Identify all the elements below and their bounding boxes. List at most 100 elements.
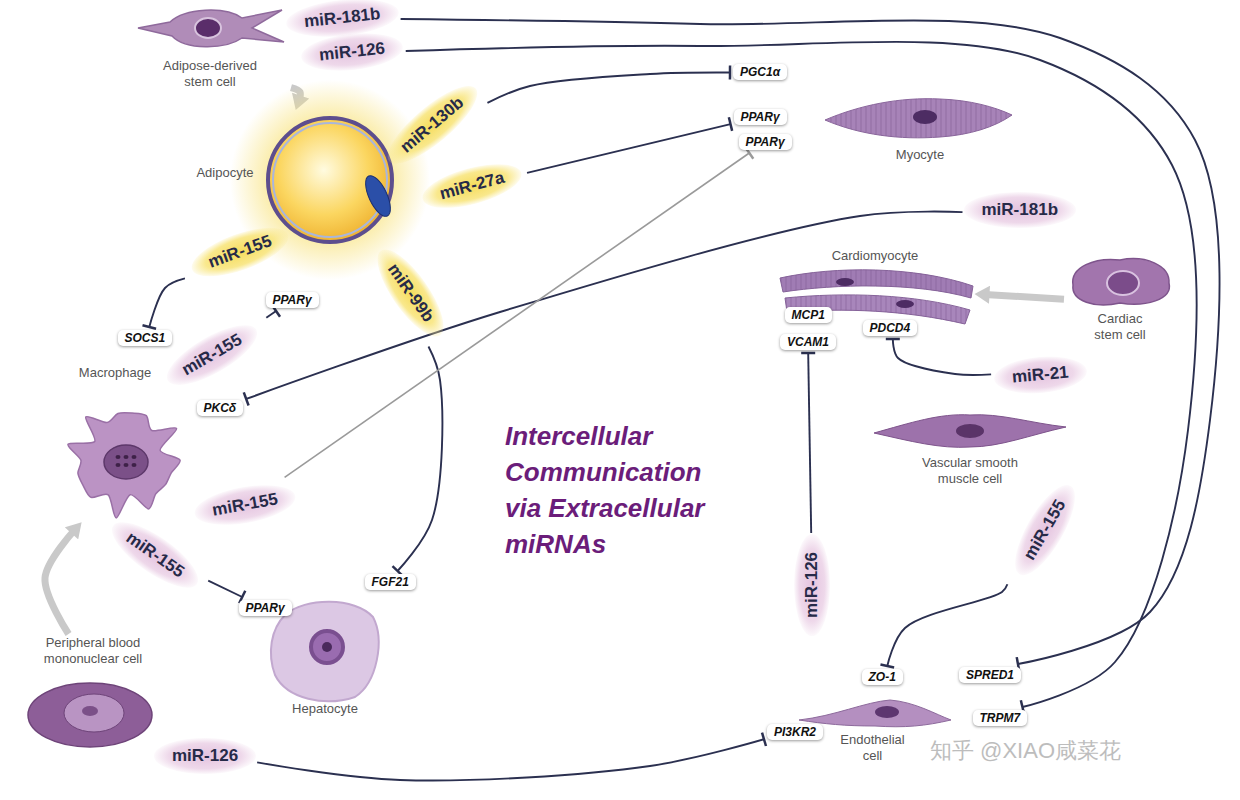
mirna-name: miR-21 [1011,363,1069,388]
gene-name: PDCD4 [870,321,911,335]
inhibition-line [398,347,443,571]
mirna-name: miR-155 [211,489,280,520]
target-gene-box: FGF21 [365,574,416,590]
cell-illustration: Cardiac stem cell [1065,255,1175,350]
mirna-name: miR-155 [178,330,245,380]
mirna-blob: miR-27a [418,155,526,216]
gene-name: PPARγ [246,601,285,615]
cell-label: Macrophage [65,365,165,381]
cell-nucleus [913,110,937,124]
mirna-name: miR-126 [318,39,386,66]
target-gene-box: VCAM1 [780,334,836,350]
gene-name: PKCδ [204,401,237,415]
cell-nucleus [836,278,854,286]
cell-drawing [799,700,951,727]
cell-label: Cardiomyocyte [820,248,930,264]
cell-nucleus [104,445,148,479]
target-gene-box: MCP1 [785,307,832,323]
cell-nucleus [322,642,332,652]
cell-drawing [138,10,284,47]
mirna-name: miR-155 [1020,496,1070,563]
diagram-title: Intercellular Communication via Extracel… [505,418,720,562]
gene-name: VCAM1 [787,335,829,349]
cell-label: Cardiac stem cell [1085,311,1155,342]
cell-label: Myocyte [880,147,960,163]
mirna-name: miR-155 [122,528,188,582]
cell-drawing [271,602,379,701]
cell-label: Adipocyte [180,165,270,181]
cell-body [780,270,973,298]
differentiation-arrow [45,530,75,634]
inhibition-line [266,311,276,318]
cell-nucleus [361,172,396,219]
cell-nucleus [132,463,137,467]
inhibition-line [401,19,1220,664]
cell-nucleus [311,631,343,663]
cell-nucleus [124,463,129,467]
mirna-name: miR-130b [396,93,467,158]
cell-illustration: Peripheral blood mononuclear cell [10,635,175,747]
gene-name: PGC1α [740,65,780,79]
cell-body [1073,259,1170,305]
cell-body [799,700,951,727]
mirna-blob: miR-155 [192,478,299,531]
target-gene-box: SOCS1 [118,330,173,346]
mirna-blob: miR-126 [154,738,256,774]
gene-name: PPARγ [273,293,312,307]
inhibition-line [406,42,1197,707]
target-gene-box: PPARγ [734,109,787,125]
gene-name: PPARγ [741,110,780,124]
mirna-blob: miR-155 [1004,477,1086,583]
cell-body [271,602,379,701]
cell-nucleus [116,455,121,459]
gene-name: SPRED1 [966,668,1014,682]
gene-name: TRPM7 [980,711,1021,725]
cell-label: Hepatocyte [275,701,375,717]
cell-nucleus [1107,271,1139,295]
mirna-blob: miR-155 [159,314,265,396]
target-gene-box: PI3KR2 [767,724,823,740]
gene-name: ZO-1 [869,670,896,684]
target-gene-box: TRPM7 [973,710,1028,726]
cell-body [825,99,1012,138]
inhibition-line [149,278,185,327]
cell-nucleus [116,463,121,467]
cell-drawing [780,270,973,324]
inhibition-line [887,584,1007,666]
mirna-blob: miR-99b [366,240,455,345]
inhibition-line [808,353,811,533]
mirna-name: miR-155 [206,231,275,272]
mirna-name: miR-99b [383,260,438,326]
cell-nucleus [875,706,899,718]
mirna-blob: miR-126 [794,534,830,636]
cell-nucleus [82,706,98,716]
mirna-blob: miR-155 [186,218,294,287]
differentiation-arrow [985,295,1064,300]
target-gene-box: PPARγ [739,134,792,150]
cell-body [780,270,973,298]
inhibition-line [208,581,242,597]
cell-illustration: Adipose-derived stem cell [130,0,290,95]
mirna-name: miR-181b [303,4,381,32]
inhibition-line [257,739,764,780]
gene-name: FGF21 [372,575,409,589]
cell-body [874,415,1066,448]
target-gene-box: PPARγ [266,292,319,308]
gene-name: MCP1 [792,308,825,322]
cell-drawing [28,683,152,747]
cell-nucleus [896,300,914,308]
cell-nucleus [956,424,984,438]
target-gene-box: SPRED1 [959,667,1021,683]
mirna-name: miR-126 [802,552,822,618]
mirna-name: miR-27a [438,168,507,204]
mirna-blob: miR-155 [103,511,207,599]
cell-illustration: Myocyte [820,85,1015,170]
cell-illustration: Vascular smooth muscle cell [870,405,1070,495]
inhibition-line [487,73,730,103]
cell-nucleus [28,683,152,747]
target-gene-box: PKCδ [197,400,244,416]
cell-nucleus [64,694,124,732]
cell-label: Peripheral blood mononuclear cell [18,635,168,666]
